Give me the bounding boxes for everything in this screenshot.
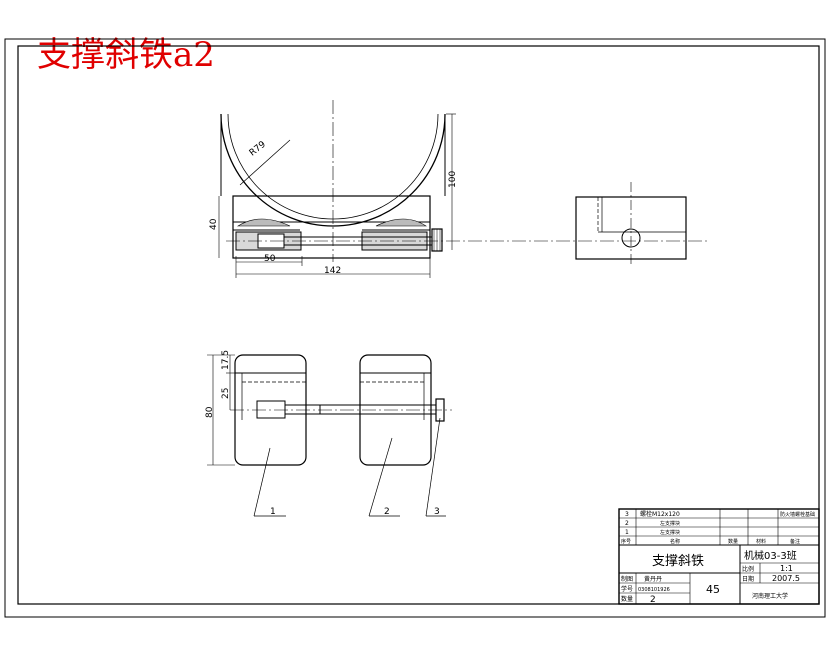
drawing-title: 支撑斜铁a2 [37, 35, 215, 75]
dim-side-top: 17.5 [221, 350, 231, 370]
bom-header-name: 名称 [670, 538, 680, 545]
dim-side-total: 80 [205, 406, 215, 418]
front-view [218, 100, 708, 278]
inner-border [17, 45, 820, 605]
bom-header-material: 材料 [756, 538, 766, 545]
bom-row3-note: 防火墙螺栓基础 [780, 511, 815, 518]
dim-height-base: 40 [209, 218, 219, 230]
dim-width-total: 142 [324, 266, 341, 276]
bom-row3-no: 3 [625, 511, 629, 518]
dim-height-total: 100 [448, 171, 458, 188]
tb-designer: 黄丹丹 [644, 575, 662, 583]
bom-header-no: 序号 [621, 538, 631, 545]
balloon-3: 3 [434, 507, 440, 517]
tb-design-label: 制图 [621, 575, 633, 583]
dim-width-half: 50 [264, 254, 276, 264]
bom-header-qty: 数量 [728, 538, 738, 545]
outer-border [4, 38, 826, 618]
title-block [618, 508, 820, 605]
bom-row1-name: 左支撑块 [660, 529, 680, 536]
balloon-2: 2 [384, 507, 390, 517]
side-view [575, 182, 687, 264]
tb-count: 2 [650, 595, 656, 605]
bom-row2-name: 左支撑块 [660, 520, 680, 527]
tb-date: 2007.5 [772, 574, 800, 583]
top-view [207, 354, 452, 517]
tb-school: 河南理工大学 [752, 592, 788, 600]
tb-count-label: 数量 [621, 595, 633, 603]
bom-row3-name: 螺栓M12x120 [640, 510, 680, 518]
dim-radius: R79 [248, 140, 268, 159]
balloon-1: 1 [270, 507, 276, 517]
tb-sheet: 45 [706, 583, 720, 596]
bom-header-note: 备注 [790, 538, 800, 545]
tb-student-label: 学号 [621, 585, 633, 593]
bom-row1-no: 1 [625, 529, 629, 536]
tb-part-name: 支撑斜铁 [652, 554, 704, 569]
tb-student-no: 0308101926 [638, 587, 670, 593]
tb-date-label: 日期 [742, 575, 754, 583]
bom-row2-no: 2 [625, 520, 629, 527]
tb-scale-label: 比例 [742, 565, 754, 573]
tb-scale: 1:1 [780, 564, 793, 573]
tb-drawing-no: 机械03-3班 [744, 549, 797, 562]
dim-side-mid: 25 [221, 388, 231, 399]
